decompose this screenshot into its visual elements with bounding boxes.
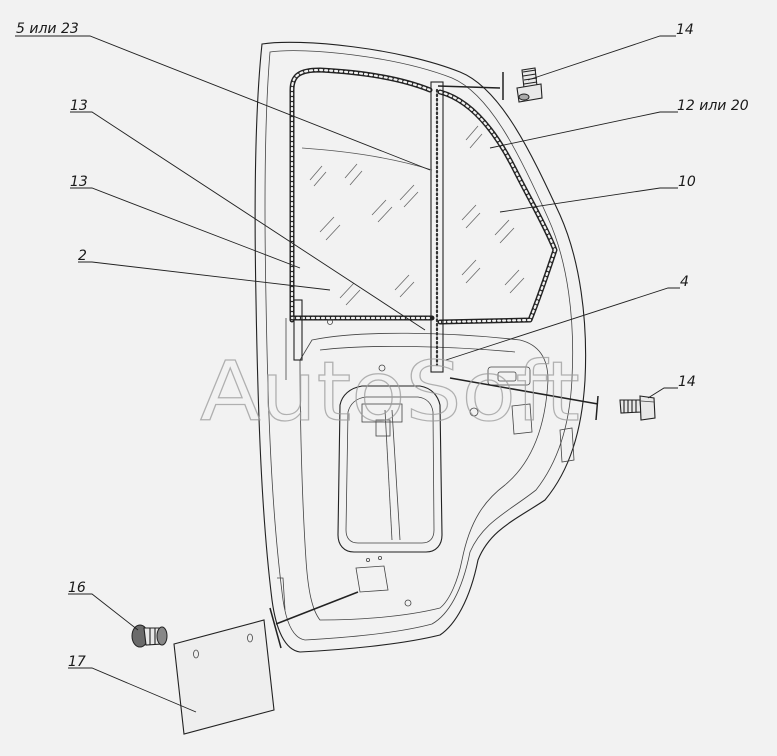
label-14-upper: 14: [676, 22, 694, 38]
window-seal-12-20: [437, 89, 558, 325]
fastener-16: [131, 624, 168, 648]
cover-plate-17: [173, 619, 275, 735]
assembly-lines: [269, 72, 599, 649]
regulator-opening: [337, 385, 443, 553]
label-10: 10: [678, 174, 696, 190]
door-details: [277, 319, 575, 611]
glass-10: [461, 125, 525, 294]
watermark-text: AutoSoft: [200, 345, 580, 440]
label-16: 16: [68, 580, 86, 596]
label-2: 2: [78, 248, 87, 264]
label-13-upper: 13: [70, 98, 88, 114]
bolt-14-upper: [516, 67, 543, 103]
label-12-20: 12 или 20: [677, 98, 749, 114]
leader-lines: [15, 35, 680, 713]
label-5-23: 5 или 23: [16, 21, 79, 37]
door-panel: [254, 41, 587, 653]
bolt-14-lower: [619, 395, 656, 421]
label-14-lower: 14: [678, 374, 696, 390]
window-channel-13: [285, 81, 444, 380]
label-4: 4: [680, 274, 689, 290]
glass-2: [301, 147, 433, 306]
label-13-lower: 13: [70, 174, 88, 190]
label-17: 17: [68, 654, 86, 670]
window-seal-5-23: [289, 67, 435, 323]
